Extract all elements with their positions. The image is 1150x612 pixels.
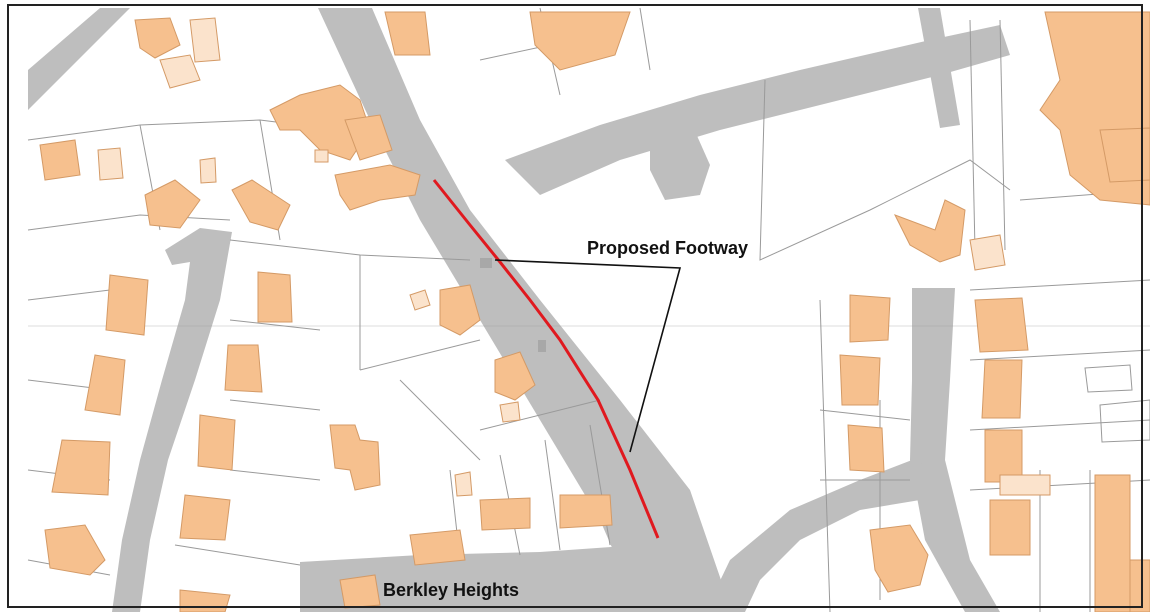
building xyxy=(257,271,293,323)
utility-box xyxy=(480,258,492,268)
building xyxy=(974,297,1029,353)
building xyxy=(479,497,531,531)
building xyxy=(869,524,929,593)
building xyxy=(189,17,221,63)
building xyxy=(51,439,111,496)
left-road xyxy=(112,228,232,612)
building xyxy=(981,359,1023,419)
building xyxy=(44,524,106,576)
proposed-footway-label: Proposed Footway xyxy=(587,238,748,258)
building xyxy=(409,529,466,566)
building xyxy=(339,574,381,609)
building xyxy=(105,274,149,336)
building xyxy=(84,354,126,416)
utility-box xyxy=(538,340,546,352)
leader-lines xyxy=(494,259,682,453)
building xyxy=(314,149,329,163)
building xyxy=(329,424,381,491)
map-frame xyxy=(7,4,1143,608)
proposed-footway-line xyxy=(432,179,660,539)
building xyxy=(893,199,966,263)
building xyxy=(454,471,473,497)
right-top-road xyxy=(918,8,960,128)
building xyxy=(159,54,201,89)
building xyxy=(231,179,291,231)
building xyxy=(334,164,421,211)
building xyxy=(179,494,231,541)
building xyxy=(1094,474,1131,612)
berkley-heights-label: Berkley Heights xyxy=(383,580,519,600)
building xyxy=(847,424,885,473)
right-branch-road xyxy=(705,460,940,612)
upper-road xyxy=(505,25,1010,195)
building xyxy=(984,429,1023,483)
building xyxy=(97,147,124,181)
building xyxy=(224,344,263,393)
building xyxy=(1129,559,1150,612)
berkley-heights-road xyxy=(300,545,720,612)
building xyxy=(839,354,881,406)
buildings xyxy=(39,11,1150,612)
building xyxy=(179,589,231,612)
building xyxy=(989,499,1031,556)
corner-road-topleft xyxy=(28,8,130,110)
main-road xyxy=(318,8,732,612)
building xyxy=(409,289,431,311)
building xyxy=(1099,399,1150,443)
building xyxy=(849,294,891,343)
building xyxy=(39,139,81,181)
building xyxy=(494,351,536,401)
building xyxy=(499,401,521,423)
right-road xyxy=(910,288,1000,612)
building xyxy=(197,414,236,471)
building xyxy=(144,179,201,229)
building xyxy=(969,234,1006,271)
building xyxy=(1084,364,1133,393)
building xyxy=(384,11,431,56)
building xyxy=(199,157,217,184)
building xyxy=(1099,127,1150,183)
building xyxy=(999,474,1051,496)
building xyxy=(344,114,393,161)
upper-road-turn xyxy=(650,120,710,200)
building xyxy=(439,284,481,336)
building xyxy=(529,11,631,71)
roads xyxy=(28,8,1010,612)
building xyxy=(134,17,181,59)
building xyxy=(559,494,613,529)
